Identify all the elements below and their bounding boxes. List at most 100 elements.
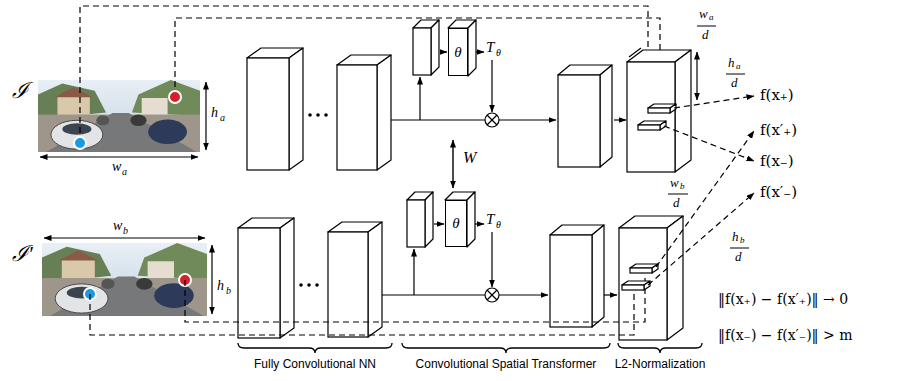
feature-arrow — [648, 193, 754, 285]
feature-label: f(x₋) — [760, 154, 794, 169]
transform-symbol-text: T — [486, 211, 494, 227]
feature-map — [627, 62, 675, 172]
conv-block — [550, 235, 592, 327]
fraction-denominator: d — [673, 196, 680, 209]
feature-map-side — [667, 216, 683, 340]
subscript: b — [226, 286, 231, 296]
fraction-numerator-text: w — [699, 6, 708, 21]
conv-block — [337, 65, 377, 170]
conv-block-side — [592, 225, 604, 327]
theta-box-side — [468, 20, 476, 76]
conv-block-side — [377, 55, 391, 170]
connector-line — [391, 119, 485, 120]
feature-slab — [630, 268, 652, 273]
stage-label-text: Fully Convolutional NN — [254, 357, 376, 371]
conv-block — [558, 75, 600, 167]
fraction-numerator-text: h — [728, 55, 735, 70]
subscript-text: θ — [496, 47, 501, 58]
dashed-path — [90, 292, 634, 335]
subscript-text: b — [123, 225, 128, 236]
subscript: b — [740, 236, 745, 245]
loss-formula-text: ‖f(x₊) − f(x′₊)‖ → 0 — [718, 291, 848, 307]
feature-slab — [638, 125, 660, 130]
car — [148, 120, 187, 144]
stage-label: Convolutional Spatial Transformer — [416, 358, 597, 370]
subscript: a — [736, 62, 741, 71]
connector-line — [491, 232, 492, 287]
localisation-block-side — [425, 192, 433, 247]
fraction-bar — [730, 248, 749, 249]
feature-label: f(x′₊) — [760, 123, 797, 138]
subscript-text: a — [709, 12, 714, 22]
multiply-symbol — [487, 115, 497, 125]
ellipsis-dot — [316, 113, 320, 117]
dimension-label-text: w — [112, 159, 121, 174]
conv-block — [247, 58, 289, 170]
car — [136, 278, 153, 290]
subscript-text: b — [226, 285, 231, 296]
subscript-text: a — [736, 61, 741, 71]
curly-brace — [618, 343, 702, 353]
transform-symbol: T — [486, 40, 494, 55]
subscript-text: a — [220, 112, 225, 123]
subscript-text: a — [122, 166, 127, 177]
fraction-denominator-text: d — [731, 75, 738, 90]
input-image — [42, 243, 207, 316]
car — [55, 284, 108, 313]
image-symbol: ℐ′ — [12, 243, 33, 265]
dimension-arrow — [40, 156, 198, 157]
subscript: a — [122, 167, 127, 177]
dashed-path — [185, 275, 645, 322]
conv-block-side — [600, 65, 612, 167]
tree — [132, 80, 200, 116]
loss-formula-text: ‖f(x₋) − f(x′₋)‖ > m — [718, 327, 853, 343]
ellipsis-dot — [315, 283, 319, 287]
theta-box: θ — [448, 28, 468, 76]
localisation-block — [413, 28, 431, 75]
fraction-numerator-text: h — [732, 229, 739, 244]
feature-label-text: f(x₋) — [760, 152, 794, 170]
feature-arrow — [674, 96, 754, 108]
fraction-numerator: w — [670, 176, 679, 189]
tree — [138, 243, 207, 280]
tree — [38, 84, 106, 120]
loss-formula: ‖f(x₊) − f(x′₊)‖ → 0 — [718, 292, 848, 306]
connector-line — [413, 249, 414, 295]
localisation-block-side — [431, 20, 439, 75]
weights-symbol: W — [463, 150, 476, 166]
input-image — [38, 80, 200, 152]
fraction-numerator-text: w — [670, 175, 679, 190]
feature-label: f(x₊) — [760, 88, 794, 103]
car-window — [62, 123, 91, 135]
feature-slab-side — [644, 281, 650, 290]
dimension-label: h — [211, 106, 218, 120]
subscript-text: θ — [496, 219, 501, 230]
stage-label: Fully Convolutional NN — [254, 358, 376, 370]
stage-label-text: L2-Normalization — [615, 357, 706, 371]
house — [62, 259, 95, 279]
feature-arrow — [656, 131, 754, 267]
localisation-block — [407, 200, 425, 247]
fraction-denominator-text: d — [735, 249, 742, 264]
car — [96, 115, 109, 125]
curly-brace — [402, 343, 610, 353]
dimension-arrow — [44, 237, 205, 238]
car — [154, 283, 194, 308]
feature-arrow — [664, 126, 754, 161]
fraction-denominator: d — [735, 250, 742, 263]
shared-weights-arrow — [452, 140, 453, 188]
connector-line — [434, 223, 444, 224]
subscript: b — [680, 182, 685, 191]
car — [51, 120, 103, 149]
connector-line — [499, 119, 556, 120]
conv-block-side — [368, 222, 382, 337]
fraction-numerator: h — [732, 230, 739, 243]
transform-symbol-text: T — [486, 39, 494, 55]
fraction-numerator: w — [699, 7, 708, 20]
ellipsis-dot — [307, 283, 311, 287]
dimension-label: w — [112, 160, 121, 174]
stage-label: L2-Normalization — [615, 358, 706, 370]
subscript: θ — [496, 48, 501, 58]
dimension-label: w — [113, 219, 122, 233]
conv-block-side — [280, 218, 294, 338]
